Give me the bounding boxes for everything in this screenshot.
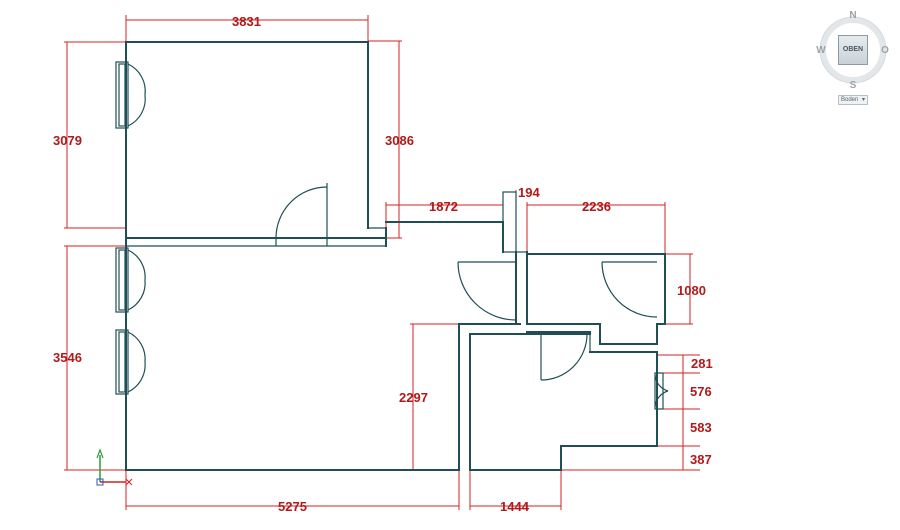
walls: [125, 41, 666, 471]
compass-south[interactable]: S: [850, 80, 857, 91]
dim-right-room-height: 1080: [677, 283, 706, 298]
dim-left-lower-height: 3546: [53, 350, 82, 365]
dim-right-seg-4: 387: [690, 452, 712, 467]
door-lower-inner: [540, 333, 588, 381]
compass-ring[interactable]: N S W O: [810, 8, 896, 108]
viewcube-top-face[interactable]: OBEN: [838, 35, 868, 65]
compass-east[interactable]: O: [881, 45, 889, 56]
dimension-labels: 3831 3079 3086 1872 194 2236 1080 3546 2…: [53, 14, 713, 514]
dim-wall-thickness: 194: [518, 185, 540, 200]
door-upper-room: [275, 183, 328, 246]
compass-west[interactable]: W: [816, 45, 826, 56]
dim-corridor-width: 1872: [429, 199, 458, 214]
dim-bottom-right-width: 1444: [500, 499, 530, 514]
dim-lower-inner-height: 2297: [399, 390, 428, 405]
dim-top-width: 3831: [232, 14, 261, 29]
viewcube[interactable]: N S W O OBEN Boden ▾: [810, 8, 896, 108]
chevron-down-icon: ▾: [861, 97, 865, 103]
window-right: [654, 372, 669, 410]
dim-bottom-left-width: 5275: [278, 499, 307, 514]
dim-right-seg-2: 576: [690, 384, 712, 399]
ucs-axis-icon: [96, 448, 133, 486]
dim-left-upper-height: 3079: [53, 133, 82, 148]
door-corridor: [457, 261, 517, 321]
dim-right-seg-1: 281: [691, 356, 713, 371]
window-upper-left: [115, 61, 146, 129]
dim-right-upper-height: 3086: [385, 133, 414, 148]
dim-right-room-width: 2236: [582, 199, 611, 214]
doors: [275, 183, 658, 381]
window-middle-left: [115, 247, 146, 313]
door-right-room: [601, 261, 658, 318]
window-lower-left: [115, 329, 146, 395]
view-dropdown-label: Boden: [841, 97, 859, 103]
view-dropdown[interactable]: Boden ▾: [838, 95, 868, 105]
windows: [115, 61, 669, 410]
compass-north[interactable]: N: [849, 10, 856, 21]
dim-right-seg-3: 583: [690, 420, 712, 435]
